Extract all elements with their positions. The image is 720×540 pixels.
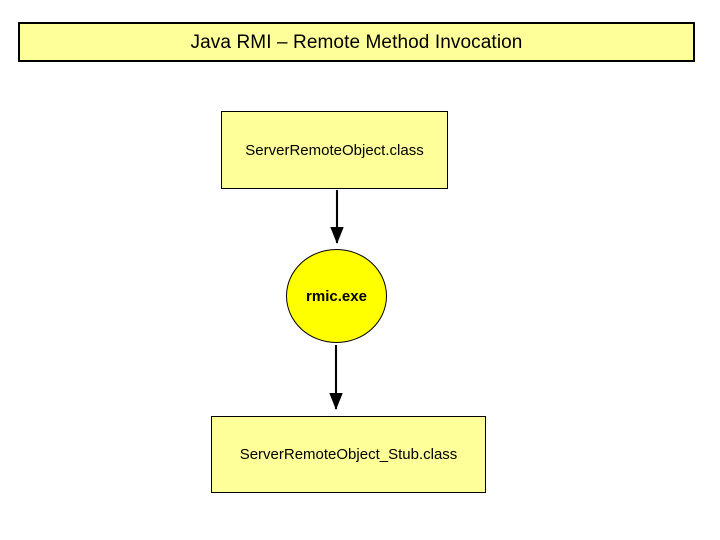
node-server-remote-object-stub-class: ServerRemoteObject_Stub.class xyxy=(211,416,486,493)
node-label-server-remote-object-stub-class: ServerRemoteObject_Stub.class xyxy=(239,446,458,463)
node-label-server-remote-object-class: ServerRemoteObject.class xyxy=(245,141,424,159)
node-rmic-exe: rmic.exe xyxy=(286,249,387,343)
node-label-rmic-exe: rmic.exe xyxy=(306,287,367,305)
node-server-remote-object-class: ServerRemoteObject.class xyxy=(221,111,448,189)
slide-title-box: Java RMI – Remote Method Invocation xyxy=(18,22,695,62)
slide-title-text: Java RMI – Remote Method Invocation xyxy=(190,31,523,53)
